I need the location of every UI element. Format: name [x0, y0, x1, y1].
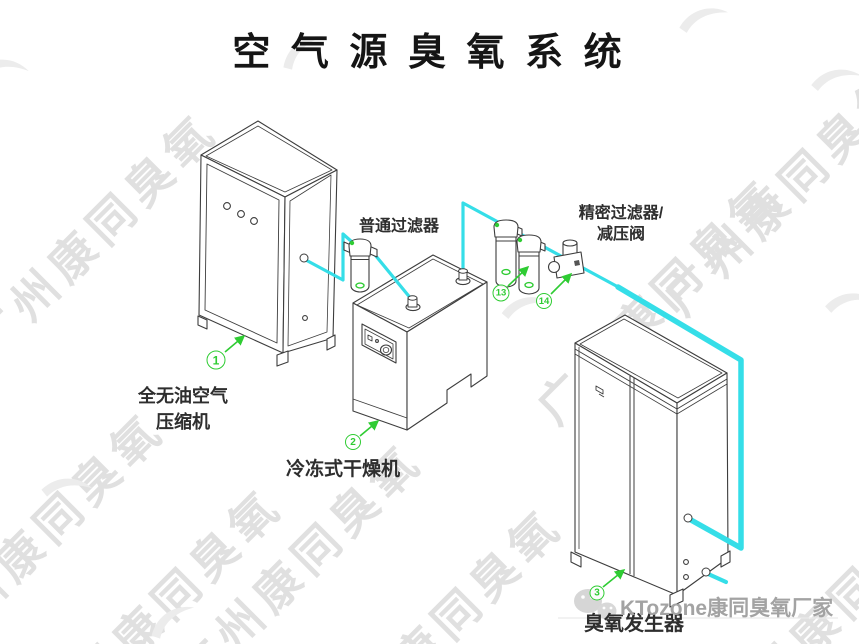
page-title: 空 气 源 臭 氧 系 统 — [232, 32, 627, 74]
marker-dryer: 2 — [345, 434, 361, 450]
callout-arrows — [224, 265, 626, 588]
pipe-compressor-to-filter — [302, 232, 354, 282]
precision-filter-2-drawing — [516, 234, 546, 295]
marker-pressure-valve: 14 — [536, 293, 552, 309]
label-ordinary-filter: 普通过滤器 — [359, 218, 440, 235]
footer-brand-watermark: KTozone康同臭氧厂家 — [620, 597, 834, 620]
dryer-outlet-stub — [458, 268, 468, 281]
label-generator: 臭氧发生器 — [584, 613, 684, 635]
ozone-generator-drawing — [570, 314, 731, 608]
pipe-to-generator — [615, 284, 744, 551]
swoosh-decorations — [0, 8, 859, 639]
label-compressor-line1: 全无油空气 — [138, 386, 228, 406]
label-precision-filter: 精密过滤器/ 减压阀 — [570, 203, 672, 245]
arrow-precision-filter — [507, 265, 530, 287]
label-precision-filter-line2: 减压阀 — [596, 226, 645, 243]
arrow-generator — [602, 569, 626, 588]
dryer-inlet-stub — [407, 295, 418, 308]
label-dryer: 冷冻式干燥机 — [286, 459, 401, 480]
arrow-dryer — [359, 420, 380, 437]
generator-inlet-port — [683, 513, 711, 577]
marker-precision-filter: 13 — [492, 284, 510, 302]
dryer-drawing — [352, 254, 488, 431]
ordinary-filter-drawing — [343, 238, 378, 293]
label-compressor-line2: 压缩机 — [156, 412, 210, 432]
marker-compressor: 1 — [206, 350, 226, 370]
label-precision-filter-line1: 精密过滤器/ — [578, 205, 664, 222]
label-compressor: 全无油空气 压缩机 — [132, 383, 234, 435]
air-compressor-drawing — [197, 120, 338, 367]
compressor-outlet-port — [299, 253, 309, 263]
pressure-valve-drawing — [547, 239, 585, 279]
precision-filter-1-drawing — [493, 219, 523, 288]
arrow-pressure-valve — [550, 272, 573, 295]
arrow-compressor — [224, 334, 246, 353]
marker-generator: 3 — [589, 585, 605, 601]
